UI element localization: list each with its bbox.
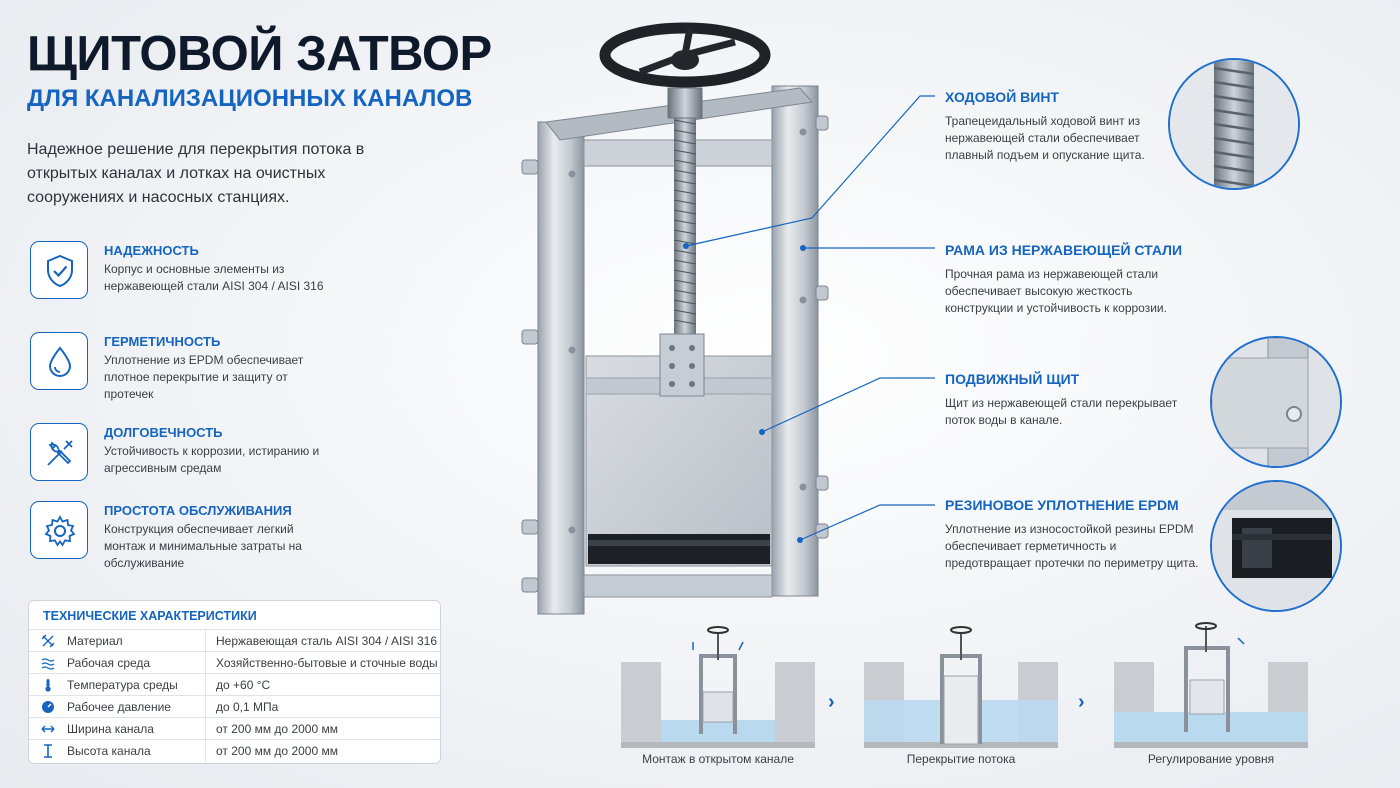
callout-title: РАМА ИЗ НЕРЖАВЕЮЩЕЙ СТАЛИ <box>945 242 1183 258</box>
feature-text: Уплотнение из EPDM обеспечивает плотное … <box>104 353 304 401</box>
callout-title: РЕЗИНОВОЕ УПЛОТНЕНИЕ EPDM <box>945 497 1179 513</box>
table-row: Рабочее давление до 0,1 МПа <box>29 695 440 718</box>
scene-label: Перекрытие потока <box>906 752 1016 766</box>
specs-table: ТЕХНИЧЕСКИЕ ХАРАКТЕРИСТИКИ Материал Нерж… <box>28 600 441 764</box>
spec-value: до +60 °C <box>216 678 271 692</box>
feature-service: ПРОСТОТА ОБСЛУЖИВАНИЯ Конструкция обеспе… <box>28 501 428 570</box>
waves-icon <box>41 658 55 670</box>
table-row: Температура среды до +60 °C <box>29 673 440 696</box>
screw-zoom-image <box>1168 58 1300 190</box>
callout-lead-screw: ХОДОВОЙ ВИНТ Трапецеидальный ходовой вин… <box>945 89 1205 164</box>
spec-label: Рабочее давление <box>67 700 171 714</box>
feature-title: НАДЕЖНОСТЬ <box>104 243 199 258</box>
table-row: Высота канала от 200 мм до 2000 мм <box>29 739 440 762</box>
feature-text: Устойчивость к коррозии, истиранию и агр… <box>104 444 320 475</box>
frame-zoom-image <box>1210 336 1342 468</box>
callout-text: Трапецеидальный ходовой винт из нержавею… <box>945 114 1145 162</box>
gear-icon <box>30 501 88 559</box>
spec-value: Хозяйственно-бытовые и сточные воды <box>216 656 438 670</box>
feature-reliability: НАДЕЖНОСТЬ Корпус и основные элементы из… <box>28 241 428 303</box>
intro-text: Надежное решение для перекрытия потока в… <box>27 141 365 206</box>
table-row: Рабочая среда Хозяйственно-бытовые и сто… <box>29 651 440 674</box>
specs-title: ТЕХНИЧЕСКИЕ ХАРАКТЕРИСТИКИ <box>43 609 257 623</box>
spec-value: до 0,1 МПа <box>216 700 279 714</box>
callout-text: Щит из нержавеющей стали перекрывает пот… <box>945 396 1178 427</box>
feature-title: ПРОСТОТА ОБСЛУЖИВАНИЯ <box>104 503 292 518</box>
callout-title: ХОДОВОЙ ВИНТ <box>945 89 1059 105</box>
spec-value: от 200 мм до 2000 мм <box>216 744 338 758</box>
scene-install <box>621 626 815 748</box>
page-subtitle: ДЛЯ КАНАЛИЗАЦИОННЫХ КАНАЛОВ <box>27 85 473 112</box>
thermometer-icon <box>45 679 51 692</box>
feature-title: ГЕРМЕТИЧНОСТЬ <box>104 334 221 349</box>
spec-label: Ширина канала <box>67 722 154 736</box>
scene-label: Регулирование уровня <box>1147 752 1275 766</box>
feature-text: Корпус и основные элементы из нержавеюще… <box>104 262 324 293</box>
feature-text: Конструкция обеспечивает легкий монтаж и… <box>104 522 302 570</box>
callout-gate: ПОДВИЖНЫЙ ЩИТ Щит из нержавеющей стали п… <box>945 371 1205 429</box>
scene-shutoff <box>864 626 1058 748</box>
water-drop-icon <box>30 332 88 390</box>
spec-value: от 200 мм до 2000 мм <box>216 722 338 736</box>
table-row: Материал Нержавеющая сталь AISI 304 / AI… <box>29 629 440 652</box>
spec-label: Высота канала <box>67 744 151 758</box>
callout-frame: РАМА ИЗ НЕРЖАВЕЮЩЕЙ СТАЛИ Прочная рама и… <box>945 242 1205 317</box>
table-row: Ширина канала от 200 мм до 2000 мм <box>29 717 440 740</box>
spec-value: Нержавеющая сталь AISI 304 / AISI 316 <box>216 634 438 648</box>
callout-seal: РЕЗИНОВОЕ УПЛОТНЕНИЕ EPDM Уплотнение из … <box>945 497 1205 572</box>
spec-label: Материал <box>67 634 123 648</box>
chevron-right-icon: › <box>1078 691 1085 713</box>
feature-sealing: ГЕРМЕТИЧНОСТЬ Уплотнение из EPDM обеспеч… <box>28 332 428 401</box>
height-icon <box>44 744 52 758</box>
spec-label: Рабочая среда <box>67 656 151 670</box>
feature-title: ДОЛГОВЕЧНОСТЬ <box>104 425 223 440</box>
callout-text: Уплотнение из износостойкой резины EPDM … <box>945 522 1199 570</box>
page-title: ЩИТОВОЙ ЗАТВОР <box>27 27 492 81</box>
width-icon <box>41 725 55 733</box>
material-icon <box>41 634 55 648</box>
scene-level <box>1114 622 1308 748</box>
scene-label: Монтаж в открытом канале <box>642 752 794 766</box>
chevron-right-icon: › <box>828 691 835 713</box>
tools-icon <box>30 423 88 481</box>
gauge-icon <box>42 701 54 713</box>
spec-label: Температура среды <box>67 678 178 692</box>
seal-zoom-image <box>1210 480 1342 612</box>
callout-title: ПОДВИЖНЫЙ ЩИТ <box>945 371 1080 387</box>
shield-check-icon <box>30 241 88 299</box>
feature-durability: ДОЛГОВЕЧНОСТЬ Устойчивость к коррозии, и… <box>28 423 428 485</box>
callout-text: Прочная рама из нержавеющей стали обеспе… <box>945 267 1167 315</box>
